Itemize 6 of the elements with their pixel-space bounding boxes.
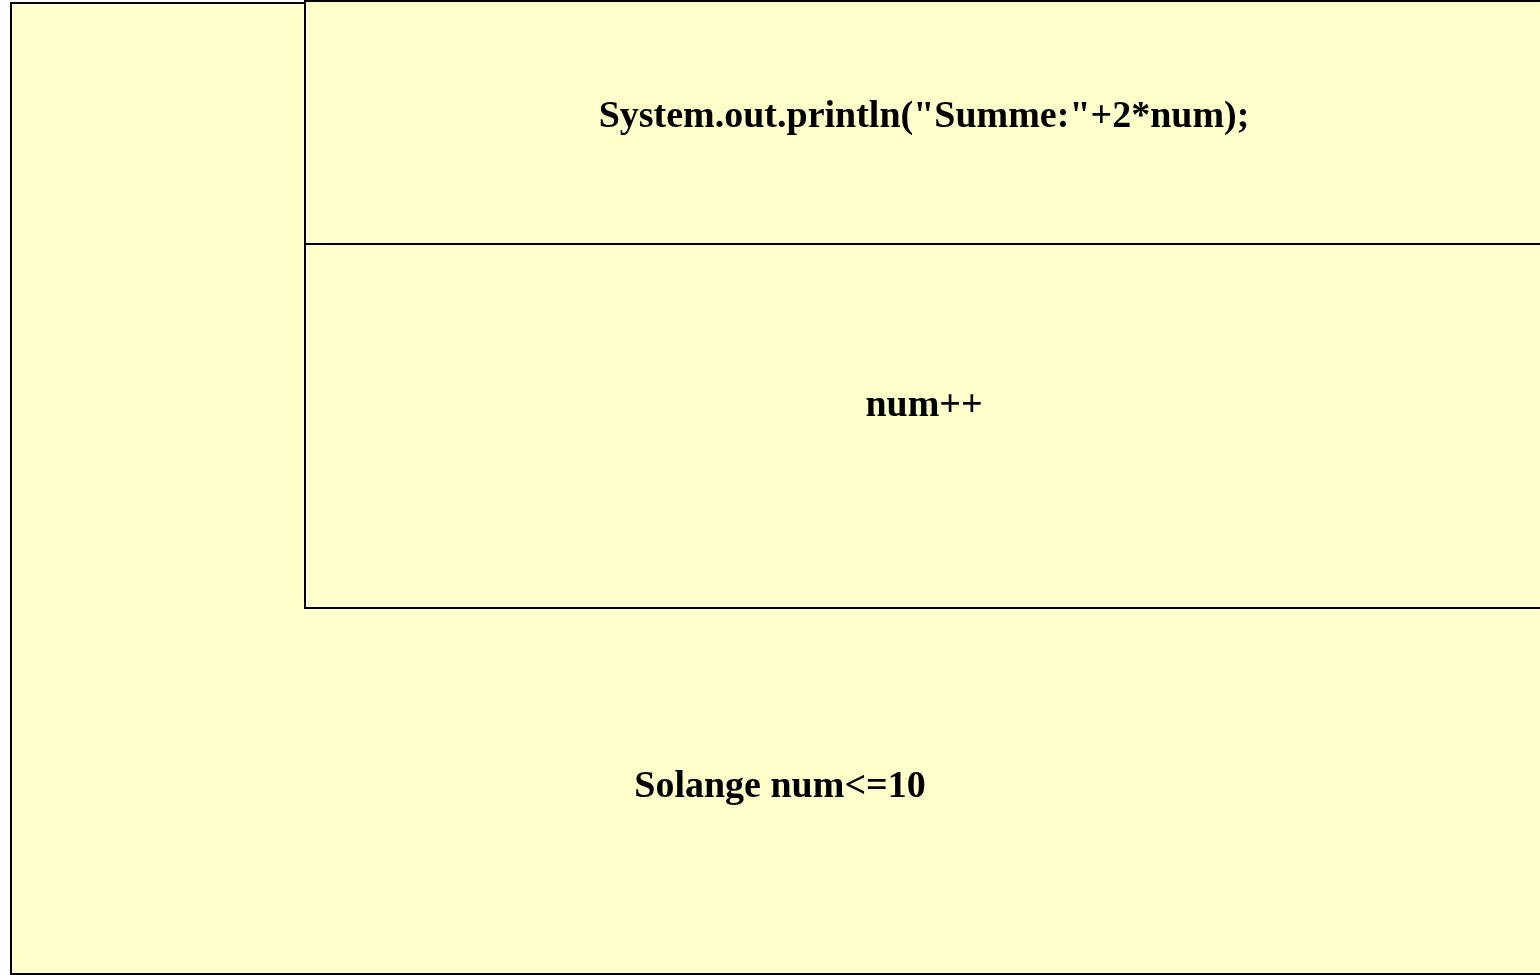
loop-condition: Solange num<=10 [634,762,926,806]
statement-text: System.out.println("Summe:"+2*num); [598,92,1250,136]
statement-text: num++ [865,381,983,425]
statement-block [304,0,1540,245]
statement-block [304,243,1540,609]
loop-block [10,2,1540,975]
